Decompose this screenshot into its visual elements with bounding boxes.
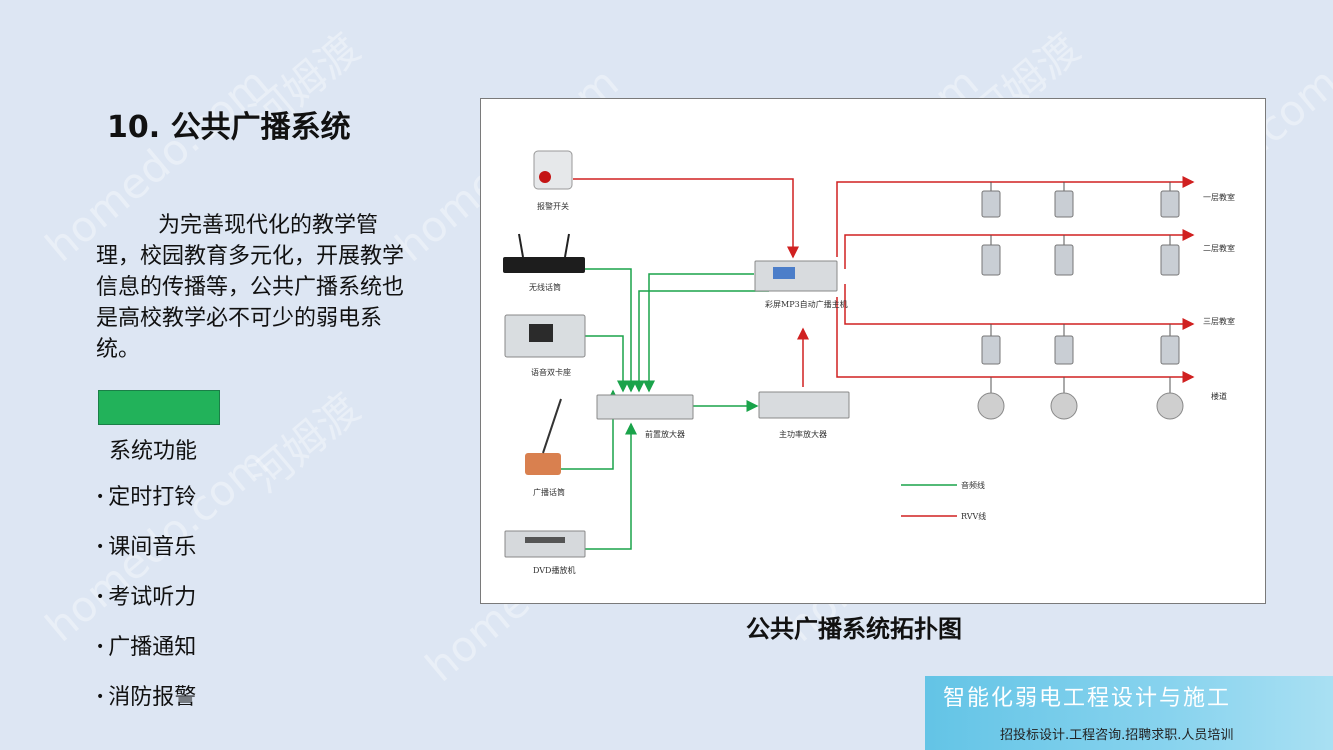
power-amplifier-icon [758,391,850,419]
watermark: 河姆渡 [240,383,369,503]
topology-svg: 报警开关 无线话筒 语音双卡座 广播话筒 DVD播放机 前置放大器 主功率放大器… [503,150,1235,575]
floor3-label: 三层教室 [1203,316,1235,326]
pre-amplifier-icon [596,394,694,420]
function-item: •考试听力 [96,585,197,610]
intro-paragraph: 为完善现代化的教学管理，校园教育多元化，开展教学信息的传播等，公共广播系统也是高… [96,213,405,362]
ceiling-speakers [977,392,1184,420]
alarm-switch-label: 报警开关 [537,201,569,211]
rvv-lines [573,176,1195,517]
audio-lines [559,268,957,550]
legend-rvv-label: RVV线 [961,511,986,521]
accent-bar [98,390,220,425]
bullet-icon: • [96,539,105,555]
function-item: •消防报警 [96,685,197,710]
floor1-label: 一层教室 [1203,192,1235,202]
wireless-mic-label: 无线话筒 [529,282,561,292]
dvd-player-icon [504,530,586,558]
corridor-label: 楼道 [1211,391,1227,401]
bullet-icon: • [96,589,105,605]
function-item: •课间音乐 [96,535,197,560]
footer-banner: 智能化弱电工程设计与施工 招投标设计.工程咨询.招聘求职.人员培训 [925,676,1333,750]
banner-main-text: 智能化弱电工程设计与施工 [943,686,1232,711]
alarm-switch-icon [533,150,573,190]
speaker-drops [990,182,1171,394]
cassette-deck-icon [504,314,586,358]
function-item: •定时打铃 [96,485,197,510]
pre-amp-label: 前置放大器 [645,429,685,439]
floor2-label: 二层教室 [1203,243,1235,253]
functions-heading: 系统功能 [109,439,198,464]
broadcast-host-icon [754,260,838,292]
function-item: •广播通知 [96,635,197,660]
paging-mic-icon [525,398,562,475]
legend-audio-label: 音频线 [961,480,985,490]
topology-diagram: 报警开关 无线话筒 语音双卡座 广播话筒 DVD播放机 前置放大器 主功率放大器… [480,98,1266,604]
power-amp-label: 主功率放大器 [779,429,827,439]
dvd-label: DVD播放机 [533,565,575,575]
wall-speakers [981,190,1180,365]
cassette-label: 语音双卡座 [531,367,571,377]
slide-title: 10. 公共广播系统 [107,110,351,145]
host-label: 彩屏MP3自动广播主机 [765,299,848,309]
bullet-icon: • [96,689,105,705]
bullet-icon: • [96,639,105,655]
diagram-caption: 公共广播系统拓扑图 [746,615,962,643]
banner-sub-text: 招投标设计.工程咨询.招聘求职.人员培训 [1000,728,1234,743]
functions-list: •定时打铃 •课间音乐 •考试听力 •广播通知 •消防报警 [96,482,196,732]
paging-mic-label: 广播话筒 [533,487,565,497]
bullet-icon: • [96,489,105,505]
wireless-mic-icon [503,233,585,273]
